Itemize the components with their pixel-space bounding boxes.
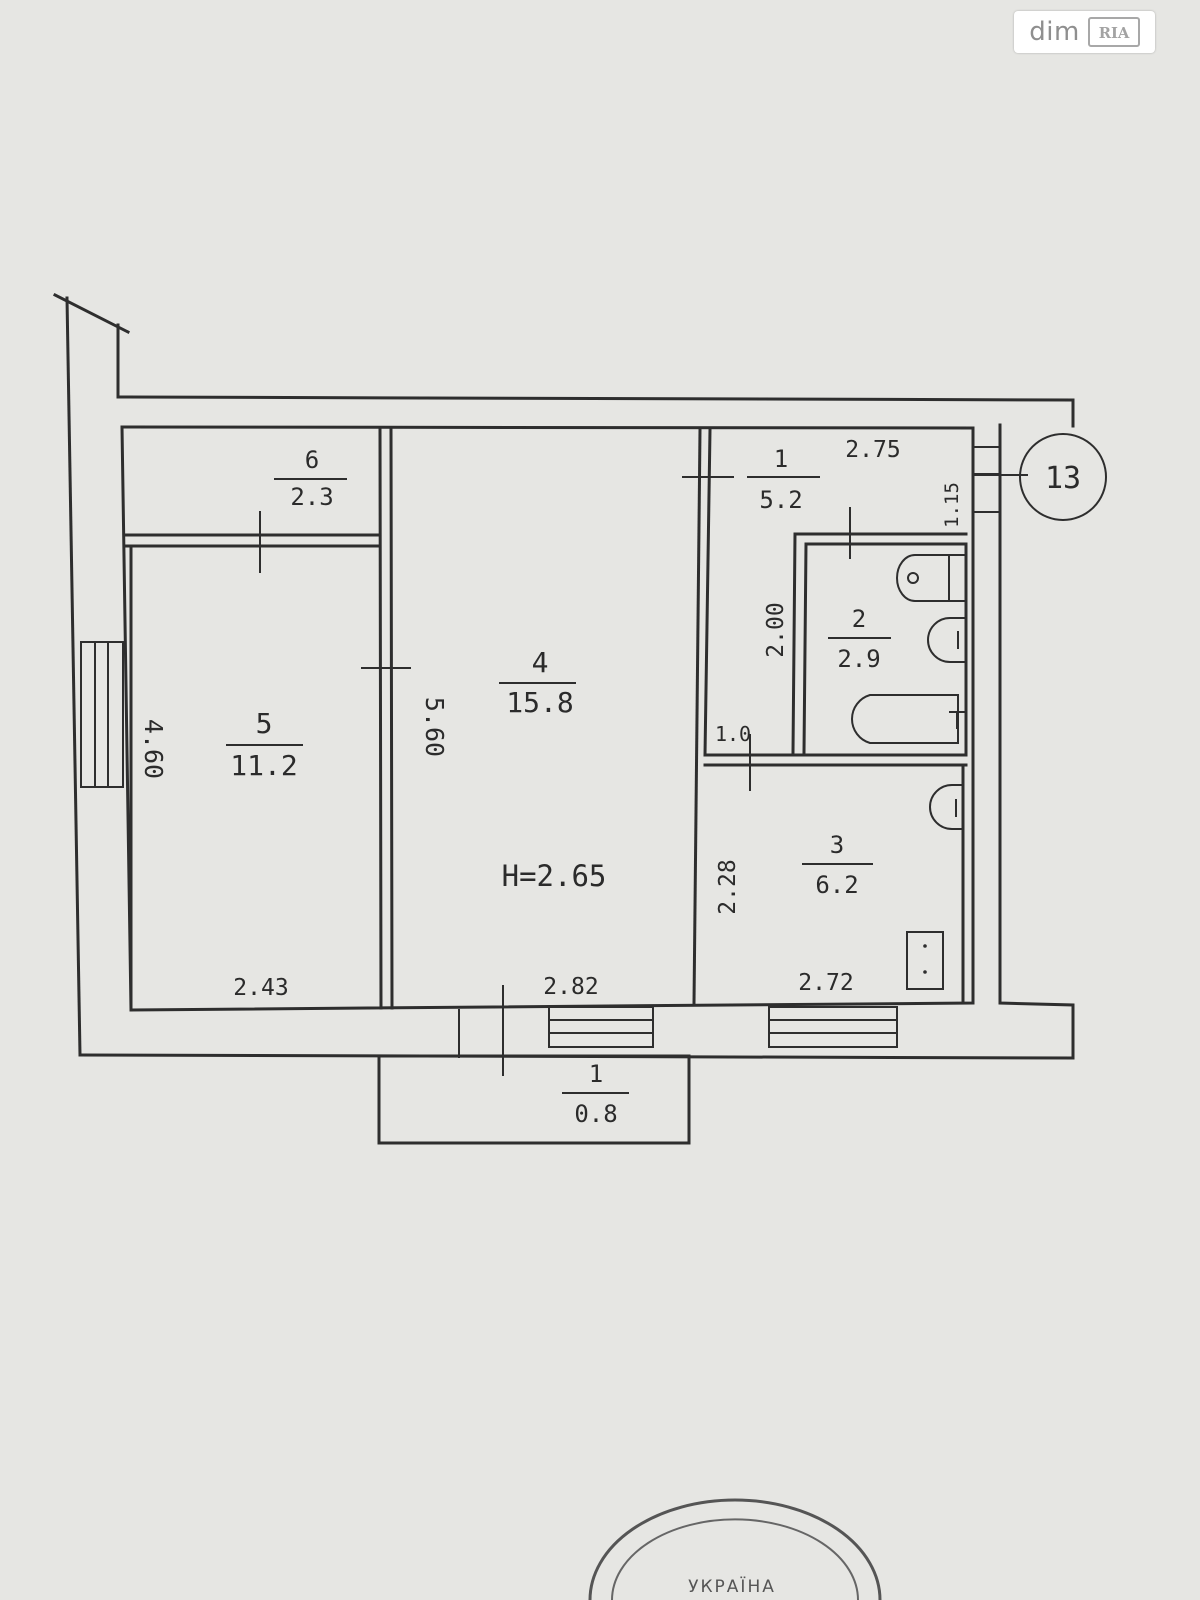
- ceiling-height: H=2.65: [502, 859, 607, 893]
- balcony-label: 1 0.8: [562, 1060, 629, 1128]
- apartment-number: 13: [1045, 461, 1081, 496]
- room-6-label: 6 2.3: [274, 446, 347, 511]
- window-room-3: [768, 1006, 898, 1048]
- stove-icon: [906, 931, 944, 990]
- room-3-area: 6.2: [815, 871, 858, 899]
- outer-top-wall: [116, 323, 1075, 428]
- dimension-room1-depth: 1.15: [941, 482, 963, 528]
- room-2-area: 2.9: [837, 645, 880, 673]
- dimension-corridor-width: 1.0: [715, 722, 751, 746]
- outer-left-wall: [65, 296, 82, 1057]
- toilet-icon: [896, 554, 967, 602]
- kitchen-sink-icon: [929, 784, 964, 830]
- window-left: [80, 641, 124, 788]
- balcony-number: 1: [589, 1060, 603, 1088]
- watermark-text: dim: [1029, 17, 1080, 47]
- sink-icon: [927, 617, 967, 663]
- room-1-area: 5.2: [759, 486, 802, 514]
- room-1-number: 1: [774, 445, 788, 473]
- dimension-room3-width: 2.72: [798, 970, 853, 996]
- balcony-area: 0.8: [574, 1100, 617, 1128]
- watermark-logo-text: RIA: [1099, 25, 1130, 42]
- room-5-area: 11.2: [230, 749, 297, 782]
- dimension-room3-depth: 2.28: [715, 859, 741, 914]
- apartment-outline: [120, 425, 975, 1012]
- plumbing-fixtures: [851, 554, 967, 990]
- room-5-label: 5 11.2: [226, 707, 303, 782]
- room-4-number: 4: [532, 646, 549, 679]
- room-2-label: 2 2.9: [828, 605, 891, 673]
- room-4-label: 4 15.8: [499, 646, 576, 719]
- apartment-number-badge: 13: [972, 433, 1107, 521]
- room-6-area: 2.3: [290, 483, 333, 511]
- watermark-badge: dim RIA: [1014, 11, 1155, 53]
- dimension-room5-depth: 4.60: [139, 719, 168, 779]
- floor-plan-walls: [52, 292, 1075, 1145]
- bathtub-icon: [851, 694, 965, 744]
- dimension-room4-depth: 5.60: [420, 697, 449, 757]
- outer-bottom-right-wall: [78, 423, 1075, 1060]
- ria-logo-icon: RIA: [1087, 17, 1140, 47]
- stamp: УКРАЇНА: [588, 1498, 882, 1600]
- room-2-number: 2: [852, 605, 866, 633]
- dimension-room1-width: 2.75: [845, 437, 900, 463]
- room-6-number: 6: [305, 446, 319, 474]
- dimension-room2-depth: 2.00: [763, 602, 789, 657]
- stamp-text: УКРАЇНА: [688, 1576, 776, 1597]
- dimension-room4-width: 2.82: [543, 974, 598, 1000]
- room-1-label: 1 5.2: [747, 445, 820, 514]
- dimension-room5-width: 2.43: [233, 975, 288, 1001]
- room-3-label: 3 6.2: [802, 831, 873, 899]
- room-4-area: 15.8: [506, 686, 573, 719]
- room-5-number: 5: [256, 707, 273, 740]
- window-room-4: [548, 1006, 654, 1048]
- room-3-number: 3: [830, 831, 844, 859]
- balcony: [377, 1054, 691, 1145]
